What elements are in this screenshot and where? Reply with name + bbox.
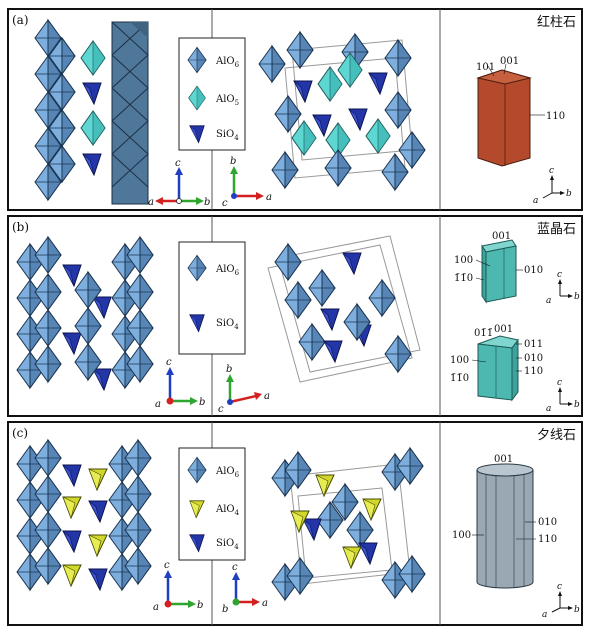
panel-c-axes-left: c a b: [153, 560, 203, 613]
axis-label: b: [226, 364, 232, 375]
panel-a-legend: AlO6 AlO5 SiO4: [178, 37, 246, 151]
legend-label-sio4: SiO4: [216, 129, 239, 142]
crystal-face-label: 010: [524, 265, 543, 276]
panel-b-chain-structure: [16, 236, 154, 391]
panel-c-label: (c): [12, 426, 28, 440]
axis-label: b: [574, 400, 580, 410]
crystal-face-label: 01̄1̄: [474, 328, 493, 339]
mineral-name-andalusite: 红柱石: [537, 14, 576, 30]
legend-label-alo6: AlO6: [215, 264, 240, 277]
axis-label: c: [549, 166, 554, 176]
legend-label-alo5: AlO5: [215, 94, 239, 107]
panel-a-unit-cell: [258, 31, 426, 191]
crystal-face-label: 100: [452, 530, 471, 541]
panel-b-crystal-1: 001 100 1̄1̄0 010: [454, 231, 543, 304]
crystal-face-label: 001: [494, 454, 513, 465]
crystal-face-label: 001: [500, 56, 519, 67]
axis-label: b: [222, 604, 228, 615]
axis-label: a: [262, 598, 268, 609]
axis-label: c: [557, 270, 562, 280]
panel-c-legend: AlO6 AlO4 SiO4: [178, 447, 246, 561]
legend-label-sio4: SiO4: [216, 318, 239, 331]
axis-label: c: [557, 582, 562, 592]
panel-c-crystal: 001 100 010 110 c a b: [452, 454, 580, 620]
panel-c-frame: [7, 421, 583, 626]
crystal-face-label: 1̄1̄0: [450, 373, 469, 384]
axis-label: a: [153, 602, 159, 613]
crystal-face-label: 110: [524, 366, 543, 377]
axis-label: a: [546, 404, 551, 414]
axis-label: b: [204, 197, 210, 208]
axis-label: a: [546, 296, 551, 306]
mineral-name-kyanite: 蓝晶石: [537, 222, 576, 237]
panel-b-axes-crystal-2: c a b: [546, 378, 580, 414]
panel-c-unit-cell: [271, 447, 426, 601]
panel-b-crystal-2: 01̄1̄ 001 011 100 010 1̄1̄0 110: [450, 324, 543, 402]
axis-label: c: [218, 404, 224, 415]
crystal-face-label: 010: [538, 517, 557, 528]
axis-label: c: [175, 158, 181, 169]
axis-label: a: [148, 197, 154, 208]
legend-label-alo6: AlO6: [215, 466, 240, 479]
panel-a-axes-left: c a b: [148, 158, 210, 208]
crystal-face-label: 101: [476, 62, 495, 73]
legend-label-alo6: AlO6: [215, 56, 240, 69]
panel-c-axes-mid: c b a: [222, 562, 268, 615]
crystal-face-label: 100: [454, 255, 473, 266]
panel-b-axes-crystal-1: c a b: [546, 270, 580, 306]
crystal-face-label: 010: [524, 353, 543, 364]
panel-b-frame: [7, 215, 583, 417]
panel-a-crystal: 101 001 110 c a b: [476, 56, 572, 206]
crystal-face-label: 001: [492, 231, 511, 242]
panel-b-label: (b): [12, 220, 29, 234]
axis-label: a: [542, 610, 547, 620]
axis-label: a: [155, 399, 161, 410]
panel-a-axes-mid: b c a: [222, 156, 272, 209]
axis-label: b: [197, 600, 203, 611]
crystal-face-label: 011: [524, 339, 543, 350]
crystal-face-label: 100: [450, 355, 469, 366]
axis-label: a: [264, 391, 270, 402]
panel-a-label: (a): [12, 13, 29, 27]
axis-label: b: [574, 292, 580, 302]
panel-b-unit-cell: [267, 235, 421, 383]
panel-a-chain-structure: [34, 19, 149, 205]
mineral-name-sillimanite: 夕线石: [537, 428, 576, 443]
panel-b-legend: AlO6 SiO4: [178, 241, 246, 355]
axis-label: c: [222, 198, 228, 209]
legend-label-alo4: AlO4: [215, 504, 240, 517]
axis-label: c: [164, 560, 170, 571]
panel-c-chain-structure: [16, 439, 152, 591]
crystal-face-label: 001: [494, 324, 513, 335]
axis-label: b: [199, 397, 205, 408]
axis-label: b: [230, 156, 236, 167]
axis-label: c: [232, 562, 238, 573]
axis-label: a: [266, 192, 272, 203]
panel-b-axes-mid: b c a: [218, 364, 270, 415]
axis-label: b: [574, 605, 580, 615]
panel-a-frame: [7, 8, 583, 211]
crystal-face-label: 110: [538, 534, 557, 545]
panel-b-axes-left: c a b: [155, 357, 205, 410]
axis-label: c: [557, 378, 562, 388]
axis-label: a: [533, 196, 538, 206]
axis-label: b: [566, 189, 572, 199]
legend-label-sio4: SiO4: [216, 538, 239, 551]
crystal-face-label: 1̄1̄0: [454, 273, 473, 284]
axis-label: c: [166, 357, 172, 368]
crystal-face-label: 110: [546, 111, 565, 122]
